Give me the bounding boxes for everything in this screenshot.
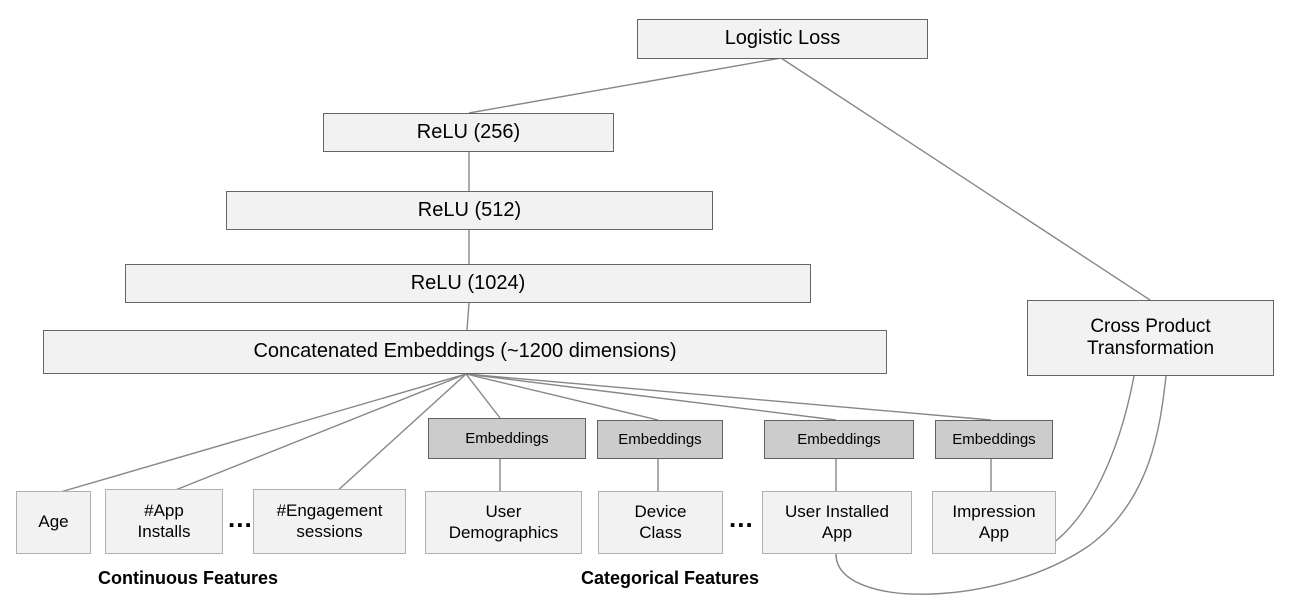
edge-loss-to-crossproduct bbox=[780, 57, 1151, 301]
node-embeddings-2-label: Embeddings bbox=[797, 430, 881, 448]
group-label-continuous-features-text: Continuous Features bbox=[98, 568, 279, 588]
edge-concat-to-embed-1 bbox=[465, 373, 659, 421]
edge-concat-to-embed-3 bbox=[465, 373, 992, 421]
node-embeddings-3[interactable]: Embeddings bbox=[935, 420, 1053, 459]
node-feature-user-installed-app-label: User Installed App bbox=[785, 502, 889, 542]
edge-relu1024-to-concat bbox=[466, 302, 470, 331]
edge-userinstalledapp-to-crossproduct bbox=[835, 375, 1167, 595]
node-cross-product-transformation-label: Cross Product Transformation bbox=[1086, 315, 1215, 359]
node-relu-256-label: ReLU (256) bbox=[416, 120, 521, 143]
node-feature-user-installed-app[interactable]: User Installed App bbox=[762, 491, 912, 554]
node-embeddings-3-label: Embeddings bbox=[952, 430, 1036, 448]
node-feature-user-demographics-label: User Demographics bbox=[448, 502, 559, 542]
group-label-continuous-features: Continuous Features bbox=[98, 568, 278, 589]
edge-concat-to-embed-0 bbox=[465, 373, 501, 419]
node-feature-impression-app-label: Impression App bbox=[952, 502, 1036, 542]
node-feature-impression-app[interactable]: Impression App bbox=[932, 491, 1056, 554]
node-embeddings-1[interactable]: Embeddings bbox=[597, 420, 723, 459]
edge-concat-to-age bbox=[56, 373, 467, 494]
node-feature-age-label: Age bbox=[38, 512, 69, 532]
node-relu-1024-label: ReLU (1024) bbox=[410, 271, 526, 294]
node-embeddings-0[interactable]: Embeddings bbox=[428, 418, 586, 459]
node-concatenated-embeddings[interactable]: Concatenated Embeddings (~1200 dimension… bbox=[43, 330, 887, 374]
node-logistic-loss-label: Logistic Loss bbox=[724, 27, 841, 50]
node-feature-app-installs-label: #App Installs bbox=[137, 501, 191, 541]
node-relu-1024[interactable]: ReLU (1024) bbox=[125, 264, 811, 303]
ellipsis-categorical-features-label: ... bbox=[729, 503, 754, 533]
node-feature-engagement-sessions-label: #Engagement sessions bbox=[276, 501, 383, 541]
node-feature-app-installs[interactable]: #App Installs bbox=[105, 489, 223, 554]
node-embeddings-2[interactable]: Embeddings bbox=[764, 420, 914, 459]
edge-loss-to-relu256 bbox=[468, 57, 782, 114]
node-feature-age[interactable]: Age bbox=[16, 491, 91, 554]
edge-impressionapp-to-crossproduct bbox=[1045, 375, 1135, 549]
ellipsis-categorical-features: ... bbox=[729, 505, 754, 531]
node-feature-device-class[interactable]: Device Class bbox=[598, 491, 723, 554]
node-relu-512[interactable]: ReLU (512) bbox=[226, 191, 713, 230]
node-logistic-loss[interactable]: Logistic Loss bbox=[637, 19, 928, 59]
node-concatenated-embeddings-label: Concatenated Embeddings (~1200 dimension… bbox=[253, 340, 677, 363]
ellipsis-continuous-features-label: ... bbox=[228, 503, 253, 533]
node-feature-user-demographics[interactable]: User Demographics bbox=[425, 491, 582, 554]
node-feature-device-class-label: Device Class bbox=[634, 502, 687, 542]
node-embeddings-1-label: Embeddings bbox=[618, 430, 702, 448]
ellipsis-continuous-features: ... bbox=[228, 505, 253, 531]
node-feature-engagement-sessions[interactable]: #Engagement sessions bbox=[253, 489, 406, 554]
edge-concat-to-embed-2 bbox=[465, 373, 837, 421]
edge-concat-to-app-installs bbox=[167, 373, 467, 494]
node-relu-256[interactable]: ReLU (256) bbox=[323, 113, 614, 152]
group-label-categorical-features: Categorical Features bbox=[581, 568, 759, 589]
node-cross-product-transformation[interactable]: Cross Product Transformation bbox=[1027, 300, 1274, 376]
node-embeddings-0-label: Embeddings bbox=[465, 429, 549, 447]
group-label-categorical-features-text: Categorical Features bbox=[581, 568, 760, 588]
node-relu-512-label: ReLU (512) bbox=[417, 198, 522, 221]
